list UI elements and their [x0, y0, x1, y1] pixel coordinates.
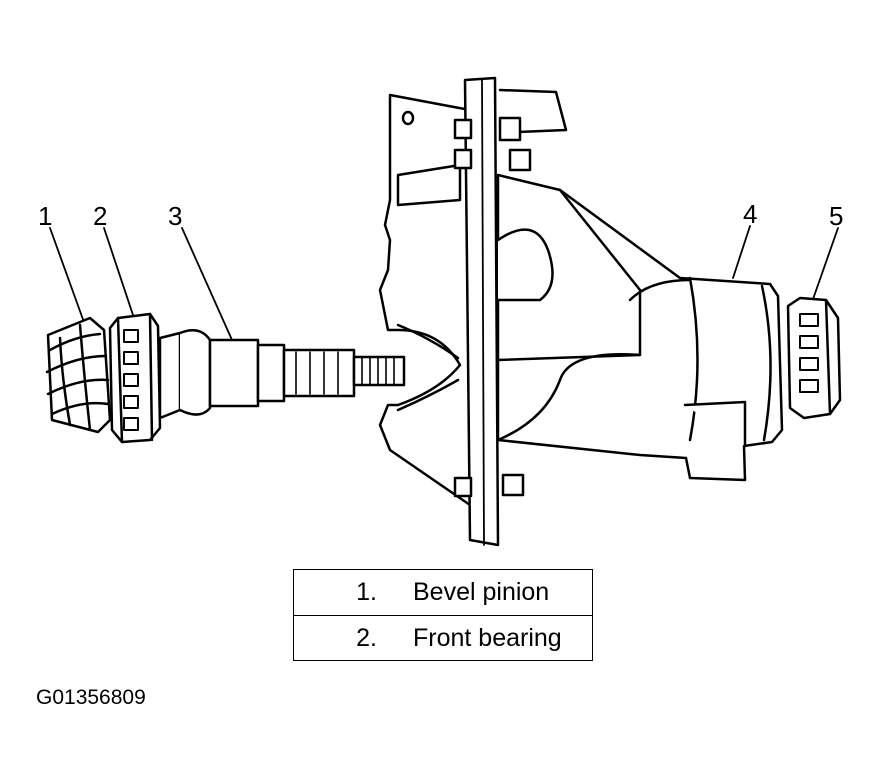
pinion-shaft [158, 328, 406, 420]
legend-number: 1. [356, 578, 377, 606]
legend-number: 2. [356, 624, 377, 652]
figure-id: G01356809 [36, 686, 146, 709]
bevel-pinion-gear [45, 316, 112, 434]
leader-line-4 [732, 225, 751, 279]
legend-row: 1. Bevel pinion [294, 570, 592, 615]
legend-text: Front bearing [413, 624, 562, 652]
callout-2: 2 [93, 201, 108, 231]
callout-5: 5 [829, 201, 844, 231]
leader-line-5 [811, 227, 839, 303]
legend-row: 2. Front bearing [294, 615, 592, 661]
differential-carrier [378, 76, 784, 547]
callout-3: 3 [168, 201, 183, 231]
callout-1: 1 [38, 201, 53, 231]
rear-bearing [786, 296, 842, 420]
leader-line-3 [181, 227, 233, 341]
legend-text: Bevel pinion [413, 578, 550, 606]
leader-line-2 [103, 227, 135, 319]
leader-line-1 [49, 227, 86, 326]
callout-4: 4 [743, 199, 758, 229]
legend-table: 1. Bevel pinion 2. Front bearing [293, 569, 593, 661]
front-bearing [108, 312, 162, 444]
